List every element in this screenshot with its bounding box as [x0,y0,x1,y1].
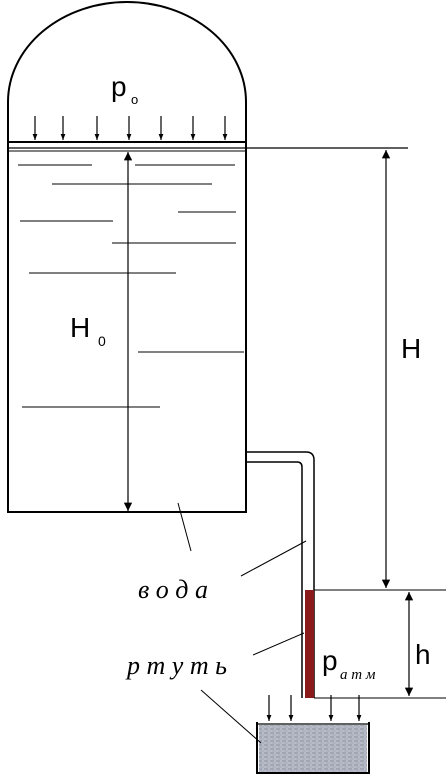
pipe-outer [246,451,315,590]
water-leader-tank [177,502,192,552]
water-lines [18,164,244,408]
patm-subscript: а т м [340,667,376,683]
mercury-leader-column [252,632,305,656]
p0-subscript: o [131,92,138,107]
H0-label: H [70,312,90,343]
mercury-leader-pool [200,689,262,744]
h-label: h [415,639,431,670]
mercury-pool [259,725,367,772]
tank-outline [7,1,247,513]
pipe-inner [246,461,303,668]
p0-label: p [111,71,127,102]
H0-subscript: 0 [98,333,106,349]
patm-pressure-arrows [266,695,362,721]
mercury-column [305,590,314,698]
water-label: в о д а [138,575,208,604]
mercury-vessel [256,722,370,774]
mercury-label: р т у т ь [125,651,227,680]
patm-label: p [322,645,338,676]
water-leader-pipe [240,540,307,577]
p0-pressure-arrows [32,116,228,140]
H-label: H [401,333,421,364]
